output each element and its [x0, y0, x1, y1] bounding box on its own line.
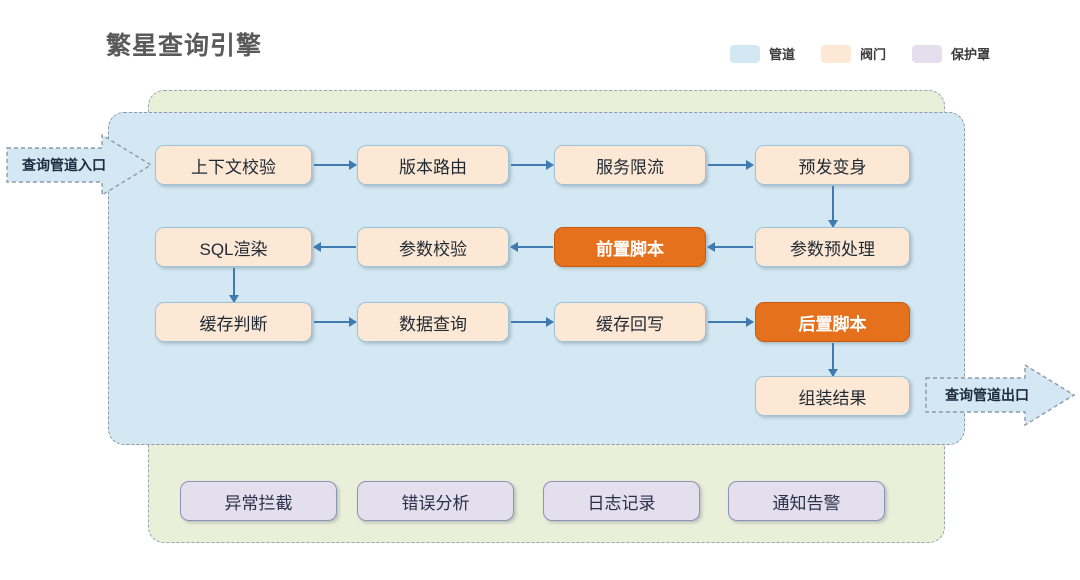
connector-row3-1 [314, 312, 357, 332]
legend-label-guard: 保护罩 [951, 47, 991, 62]
connector-row1-to-row2 [823, 186, 843, 228]
entry-arrow-label: 查询管道入口 [22, 157, 106, 173]
page-title: 繁星查询引擎 [106, 32, 263, 60]
node-sql-render[interactable]: SQL渲染 [155, 227, 312, 267]
node-error-analysis[interactable]: 错误分析 [357, 481, 514, 521]
connector-row2-3 [707, 237, 753, 257]
node-param-preprocess[interactable]: 参数预处理 [755, 227, 910, 267]
legend-swatch-guard [912, 44, 943, 63]
legend-swatch-valve [821, 44, 852, 63]
node-notify-alert[interactable]: 通知告警 [728, 481, 885, 521]
connector-row3-2 [511, 312, 554, 332]
legend-label-valve: 阀门 [860, 47, 887, 62]
legend-item-guard: 保护罩 [912, 44, 990, 63]
connector-row1-1 [314, 155, 357, 175]
legend: 管道 阀门 保护罩 [730, 44, 990, 63]
connector-row2-1 [313, 237, 356, 257]
node-rate-limit[interactable]: 服务限流 [554, 145, 706, 185]
entry-arrow-shape [6, 134, 152, 196]
connector-row1-3 [708, 155, 754, 175]
exit-arrow-shape [925, 364, 1075, 426]
node-cache-check[interactable]: 缓存判断 [155, 302, 312, 342]
node-exception-intercept[interactable]: 异常拦截 [180, 481, 337, 521]
connector-row2-2 [510, 237, 553, 257]
node-post-script[interactable]: 后置脚本 [755, 302, 910, 342]
node-context-validate[interactable]: 上下文校验 [155, 145, 312, 185]
exit-arrow-label: 查询管道出口 [945, 387, 1029, 403]
node-param-validate[interactable]: 参数校验 [357, 227, 509, 267]
node-log-record[interactable]: 日志记录 [543, 481, 700, 521]
node-pre-release-transform[interactable]: 预发变身 [755, 145, 910, 185]
node-assemble-result[interactable]: 组装结果 [755, 376, 910, 416]
node-cache-writeback[interactable]: 缓存回写 [554, 302, 706, 342]
legend-swatch-pipe [730, 44, 760, 63]
node-version-route[interactable]: 版本路由 [357, 145, 509, 185]
legend-item-valve: 阀门 [821, 44, 886, 63]
node-data-query[interactable]: 数据查询 [357, 302, 509, 342]
connector-row3-3 [708, 312, 754, 332]
exit-arrow: 查询管道出口 [925, 364, 1075, 426]
connector-row2-to-row3 [224, 268, 244, 303]
connector-row3-to-row4 [823, 343, 843, 377]
node-pre-script[interactable]: 前置脚本 [554, 227, 706, 267]
connector-row1-2 [511, 155, 554, 175]
legend-item-pipe: 管道 [730, 44, 795, 63]
entry-arrow: 查询管道入口 [6, 134, 152, 196]
legend-label-pipe: 管道 [769, 47, 796, 62]
